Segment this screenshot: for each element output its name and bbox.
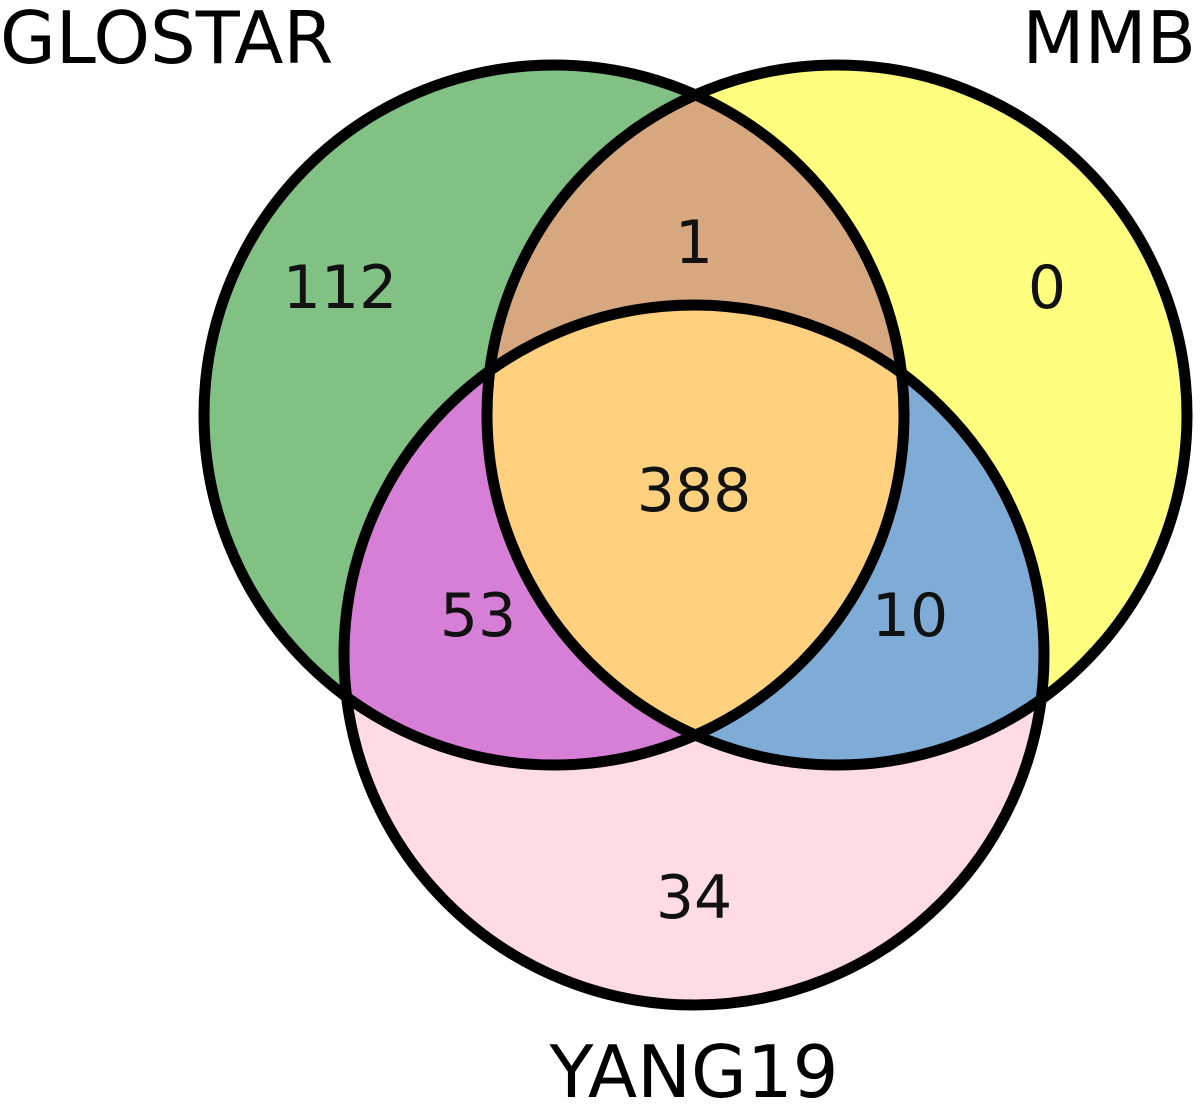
count-glostar-only: 112 <box>283 253 398 323</box>
set-label-yang19: YANG19 <box>549 1030 839 1107</box>
count-mmb-only: 0 <box>1028 253 1066 323</box>
circle-mmb <box>481 59 1193 771</box>
count-all-three: 388 <box>637 456 752 526</box>
set-label-glostar: GLOSTAR <box>0 0 333 80</box>
circle-glostar <box>198 59 910 771</box>
region-all-three <box>487 305 904 765</box>
venn-regions <box>204 65 1187 1005</box>
venn-outlines <box>198 59 1193 1011</box>
count-glostar-yang19: 53 <box>440 581 516 651</box>
count-mmb-yang19: 10 <box>872 581 948 651</box>
venn-counts: 112 0 34 1 53 10 388 <box>283 208 1066 933</box>
count-glostar-mmb: 1 <box>675 208 713 278</box>
circle-yang19 <box>338 299 1050 1011</box>
set-label-mmb: MMB <box>1022 0 1196 80</box>
count-yang19-only: 34 <box>656 863 732 933</box>
